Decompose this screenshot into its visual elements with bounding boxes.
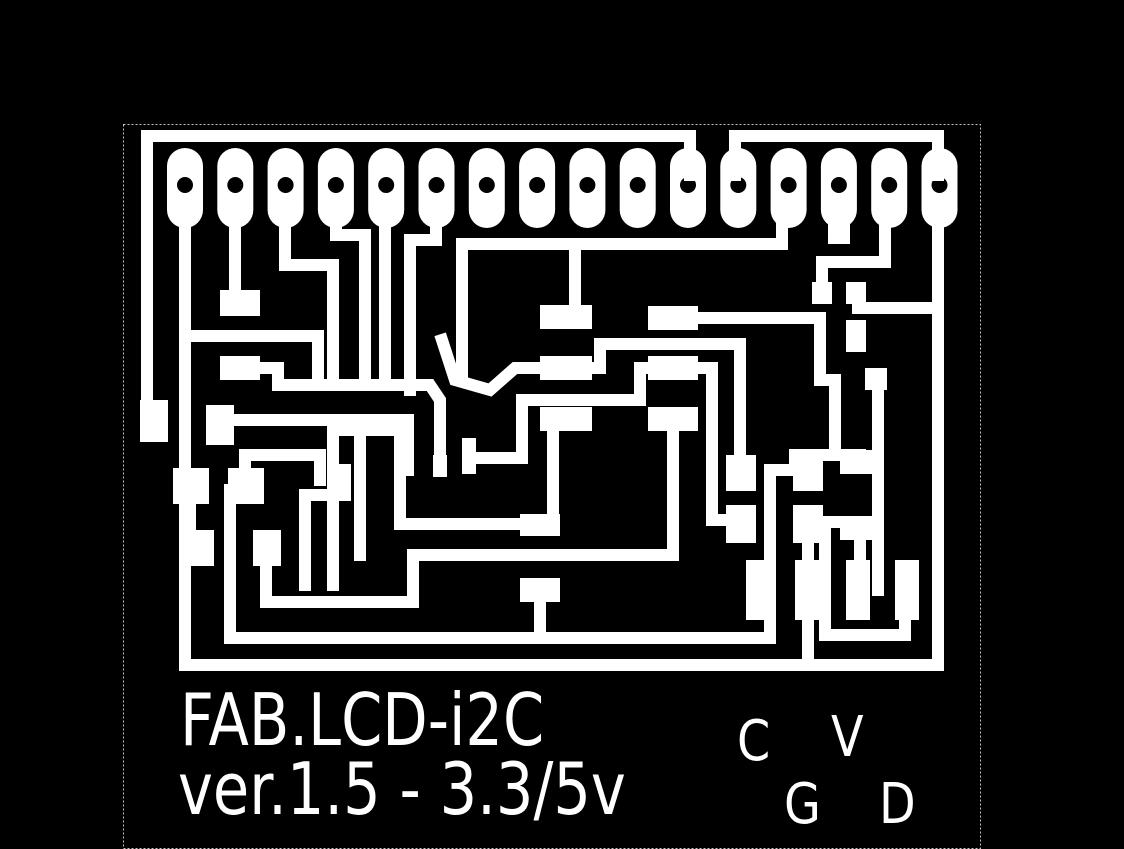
drill-hole <box>327 177 344 193</box>
drill-hole <box>478 177 495 193</box>
drill-hole <box>428 177 445 193</box>
drill-hole <box>830 177 847 193</box>
silkscreen-text: FAB.LCD-i2C ver.1.5 - 3.3/5v C V G D <box>178 678 916 837</box>
drill-hole <box>881 177 898 193</box>
drill-hole <box>579 177 596 193</box>
drill-hole <box>780 177 797 193</box>
drill-hole <box>177 177 193 193</box>
drill-hole <box>629 177 646 193</box>
board-title: FAB.LCD-i2C <box>180 678 544 762</box>
drill-hole <box>529 177 546 193</box>
board-version: ver.1.5 - 3.3/5v <box>178 747 626 831</box>
smd-pads <box>140 222 919 620</box>
pin-label-v: V <box>831 705 864 770</box>
lcd-header-pads <box>167 148 958 228</box>
drill-hole <box>227 177 244 193</box>
drill-hole <box>378 177 395 193</box>
drill-hole <box>277 177 294 193</box>
pin-label-d: D <box>879 772 916 837</box>
pin-label-g: G <box>784 772 821 837</box>
pin-label-c: C <box>737 709 770 774</box>
